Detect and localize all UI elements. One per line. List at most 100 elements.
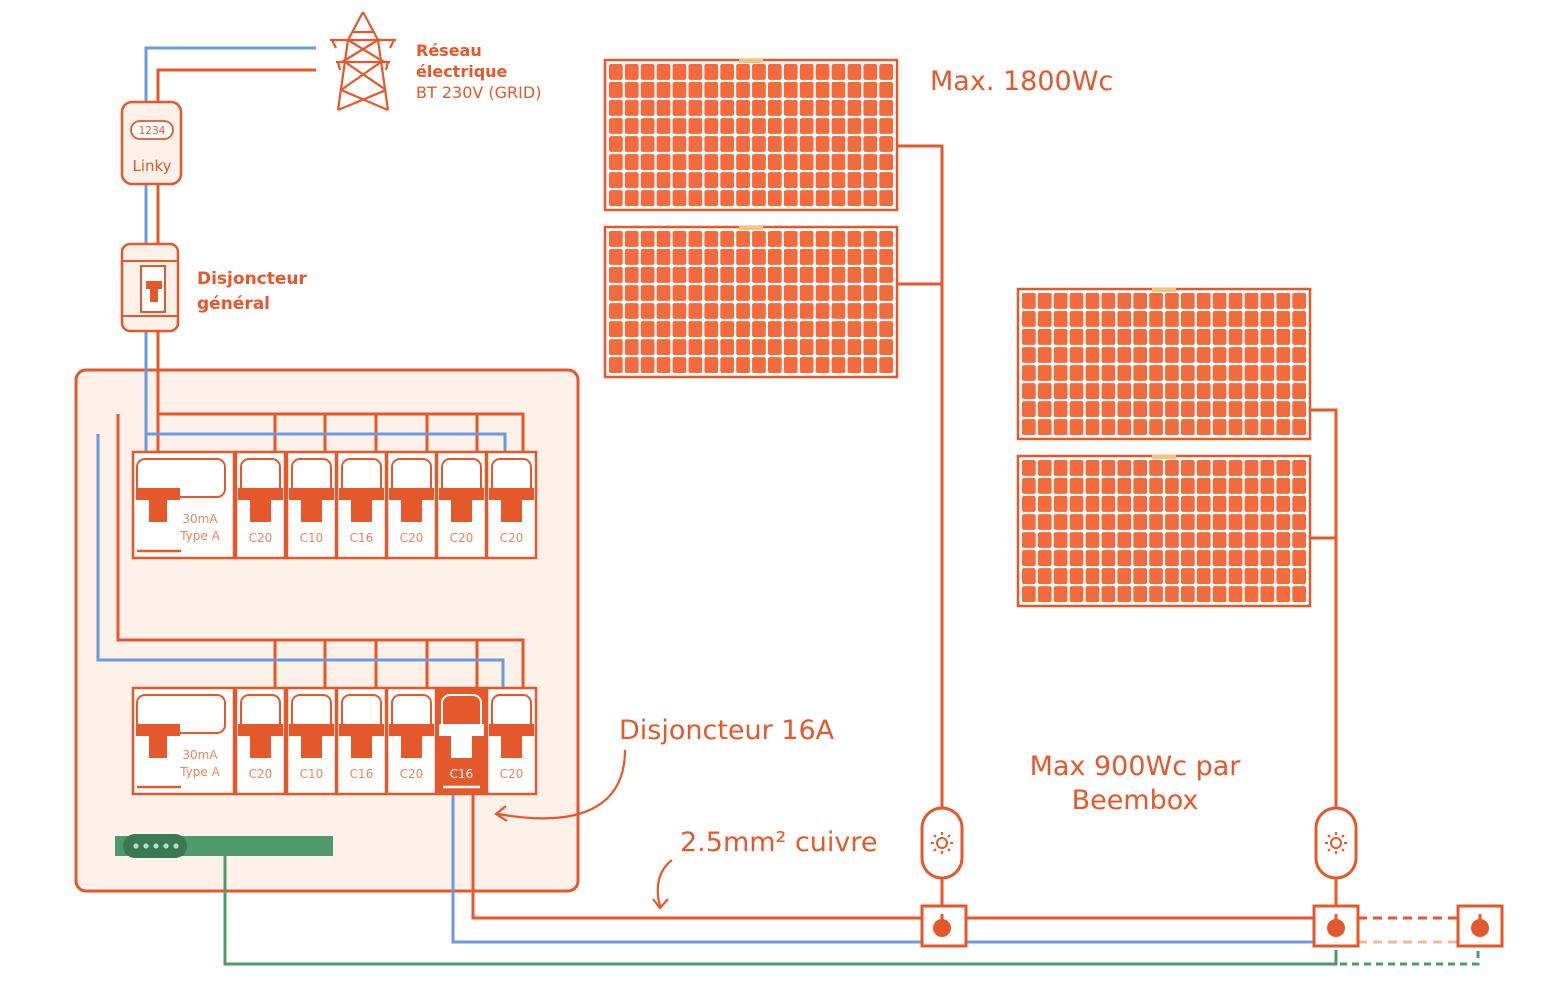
solar-cell — [1228, 311, 1243, 327]
solar-cell — [640, 82, 655, 98]
solar-panel-3 — [1016, 287, 1312, 441]
solar-cell — [624, 267, 639, 283]
panel-string-2-wire — [1310, 408, 1338, 808]
solar-cell — [672, 249, 687, 265]
solar-cell — [1117, 419, 1132, 435]
circuit-breaker: C16 — [335, 686, 388, 796]
solar-cell — [688, 267, 703, 283]
solar-cell — [656, 285, 671, 301]
solar-cell — [1244, 460, 1259, 476]
solar-cell — [736, 303, 750, 319]
solar-cell — [847, 357, 862, 373]
neutral-bus-top — [146, 432, 507, 452]
solar-cell — [1037, 568, 1052, 584]
solar-cell — [847, 100, 862, 116]
neutral-bus-bottom — [96, 434, 505, 688]
solar-cell — [1165, 401, 1179, 417]
solar-cell — [656, 190, 671, 206]
solar-cell — [1260, 293, 1275, 309]
solar-cell — [1133, 347, 1147, 363]
rcd-row-1-type: Type A — [179, 529, 220, 543]
solar-cell — [736, 82, 750, 98]
solar-cell — [1165, 496, 1179, 512]
solar-cell — [1069, 311, 1084, 327]
earth-circuit-wire — [223, 852, 1338, 966]
solar-cell — [1165, 532, 1179, 548]
solar-cell — [768, 118, 782, 134]
rcd-breaker-row-2: 30mA Type A — [131, 686, 236, 796]
solar-cell — [704, 136, 719, 152]
solar-cell — [624, 136, 639, 152]
solar-cell — [736, 339, 750, 355]
solar-cell — [783, 190, 798, 206]
grid-label-line-1: Réseau — [416, 41, 482, 60]
solar-cell — [768, 231, 782, 247]
solar-cell — [1101, 419, 1116, 435]
solar-cell — [1212, 311, 1227, 327]
solar-cell — [1244, 532, 1259, 548]
solar-cell — [1053, 365, 1068, 381]
solar-cell — [688, 64, 703, 80]
grid-label-line-3: BT 230V (GRID) — [416, 83, 541, 102]
solar-cell — [640, 64, 655, 80]
solar-cell — [831, 303, 846, 319]
solar-cell — [736, 357, 750, 373]
solar-cell — [1212, 550, 1227, 566]
solar-cell — [799, 285, 814, 301]
solar-cell — [640, 249, 655, 265]
solar-cell — [688, 154, 703, 170]
main-breaker-label-line-1: Disjoncteur — [197, 269, 308, 289]
solar-cell — [704, 357, 719, 373]
solar-cell — [1212, 293, 1227, 309]
solar-cell — [1101, 401, 1116, 417]
solar-cell — [1276, 329, 1291, 345]
solar-cell — [847, 339, 862, 355]
solar-cell — [1276, 311, 1291, 327]
solar-cell — [624, 357, 639, 373]
solar-cell — [1053, 347, 1068, 363]
solar-cell — [736, 154, 750, 170]
solar-cell — [1212, 568, 1227, 584]
solar-cell — [1037, 586, 1052, 602]
breaker-rating: C16 — [350, 531, 374, 545]
board-busbars — [96, 412, 525, 688]
solar-cell — [1260, 586, 1275, 602]
junction-box-1 — [920, 904, 968, 948]
solar-cell — [688, 118, 703, 134]
solar-cell — [624, 64, 639, 80]
solar-cell — [752, 231, 766, 247]
solar-cell — [1260, 496, 1275, 512]
solar-cell — [1101, 365, 1116, 381]
solar-panel-1 — [603, 58, 899, 212]
solar-cell — [879, 136, 893, 152]
solar-cell — [609, 357, 623, 373]
solar-cell — [1037, 383, 1052, 399]
solar-cell — [1196, 293, 1211, 309]
solar-cell — [1149, 311, 1163, 327]
solar-cell — [768, 82, 782, 98]
solar-cell — [752, 357, 766, 373]
solar-cell — [1149, 365, 1163, 381]
grid-label-line-2: électrique — [416, 62, 508, 81]
circuit-breaker: C20 — [385, 686, 438, 796]
solar-cell — [1292, 293, 1306, 309]
solar-cell — [656, 154, 671, 170]
solar-cell — [1053, 568, 1068, 584]
solar-cell — [672, 118, 687, 134]
solar-cell — [863, 136, 878, 152]
solar-cell — [1196, 532, 1211, 548]
solar-cell — [1037, 293, 1052, 309]
solar-cell — [1117, 514, 1132, 530]
solar-cell — [1165, 347, 1179, 363]
phase-circuit-wire — [471, 795, 1314, 920]
solar-cell — [1292, 514, 1306, 530]
solar-cell — [656, 249, 671, 265]
solar-cell — [1101, 347, 1116, 363]
solar-cell — [1292, 478, 1306, 494]
solar-cell — [1181, 419, 1195, 435]
solar-cell — [1165, 514, 1179, 530]
optional-earth-wire — [1340, 950, 1480, 966]
solar-cell — [624, 118, 639, 134]
solar-cell — [847, 303, 862, 319]
solar-cell — [863, 357, 878, 373]
